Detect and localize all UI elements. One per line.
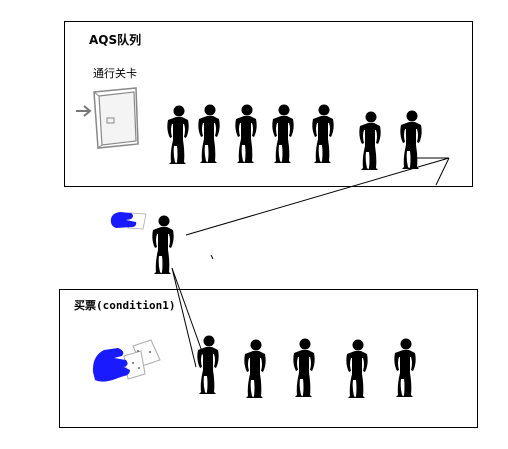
person-icon <box>293 338 315 397</box>
person-icon <box>198 104 220 163</box>
person-icon <box>152 215 174 274</box>
hand-holding-tickets-icon <box>92 339 161 382</box>
condition-queue-title: 买票(condition1) <box>74 299 176 312</box>
person-icon <box>400 110 422 169</box>
person-icon <box>244 339 266 398</box>
person-icon <box>359 111 381 170</box>
person-icon <box>197 335 219 394</box>
aqs-queue-title: AQS队列 <box>89 33 142 47</box>
hand-holding-tickets-icon <box>110 212 147 230</box>
transfer-arrows <box>171 157 450 368</box>
gate-label: 通行关卡 <box>93 67 137 80</box>
person-icon <box>346 339 368 398</box>
person-icon <box>312 104 334 163</box>
arrow-right-icon <box>76 105 92 117</box>
person-icon <box>272 104 294 163</box>
person-icon <box>235 104 257 163</box>
person-icon <box>394 338 416 397</box>
door-icon <box>93 87 139 149</box>
person-icon <box>167 105 189 164</box>
aqs-queue-people <box>167 104 422 170</box>
condition-queue-people <box>197 335 416 398</box>
